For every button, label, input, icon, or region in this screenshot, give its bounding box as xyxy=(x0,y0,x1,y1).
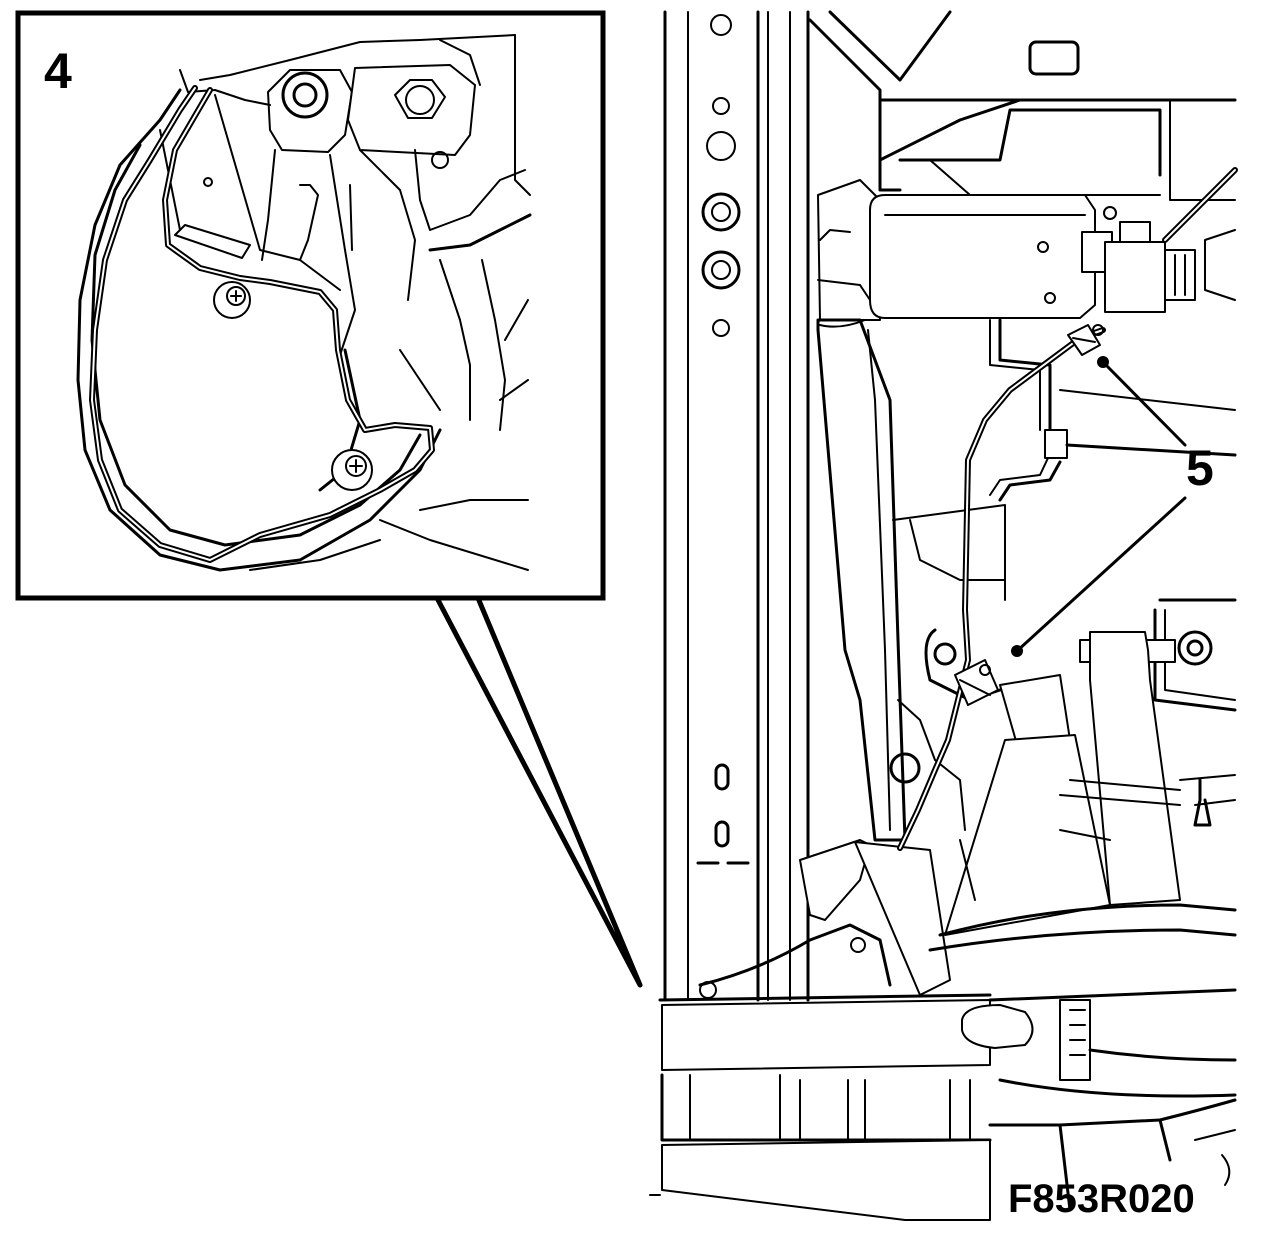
tube-assembly xyxy=(989,318,1237,502)
wire-clip-lower xyxy=(954,659,999,706)
vertical-rail xyxy=(663,10,810,1002)
inset-bracket xyxy=(199,34,531,196)
main-view: 5 xyxy=(649,10,1238,1221)
inset-screw-lower xyxy=(331,449,373,491)
detail-inset: 4 xyxy=(15,10,606,601)
lower-linkage xyxy=(944,598,1237,936)
figure-id: F853R020 xyxy=(1008,1177,1195,1221)
upper-structure xyxy=(808,10,1237,301)
zoom-pointer xyxy=(434,595,643,988)
motor-actuator xyxy=(817,179,1196,321)
callout-5: 5 xyxy=(1011,356,1214,657)
callout-5-label: 5 xyxy=(1186,440,1214,496)
callout-4-label: 4 xyxy=(44,43,72,99)
inset-screw-upper xyxy=(213,281,251,319)
wire-clip-upper xyxy=(1067,324,1104,356)
inset-structure xyxy=(174,69,532,571)
wire-harness xyxy=(897,167,1238,851)
base-frame xyxy=(649,839,1237,1221)
hinge-arm xyxy=(816,318,1006,842)
inset-wire-harness xyxy=(89,85,435,563)
